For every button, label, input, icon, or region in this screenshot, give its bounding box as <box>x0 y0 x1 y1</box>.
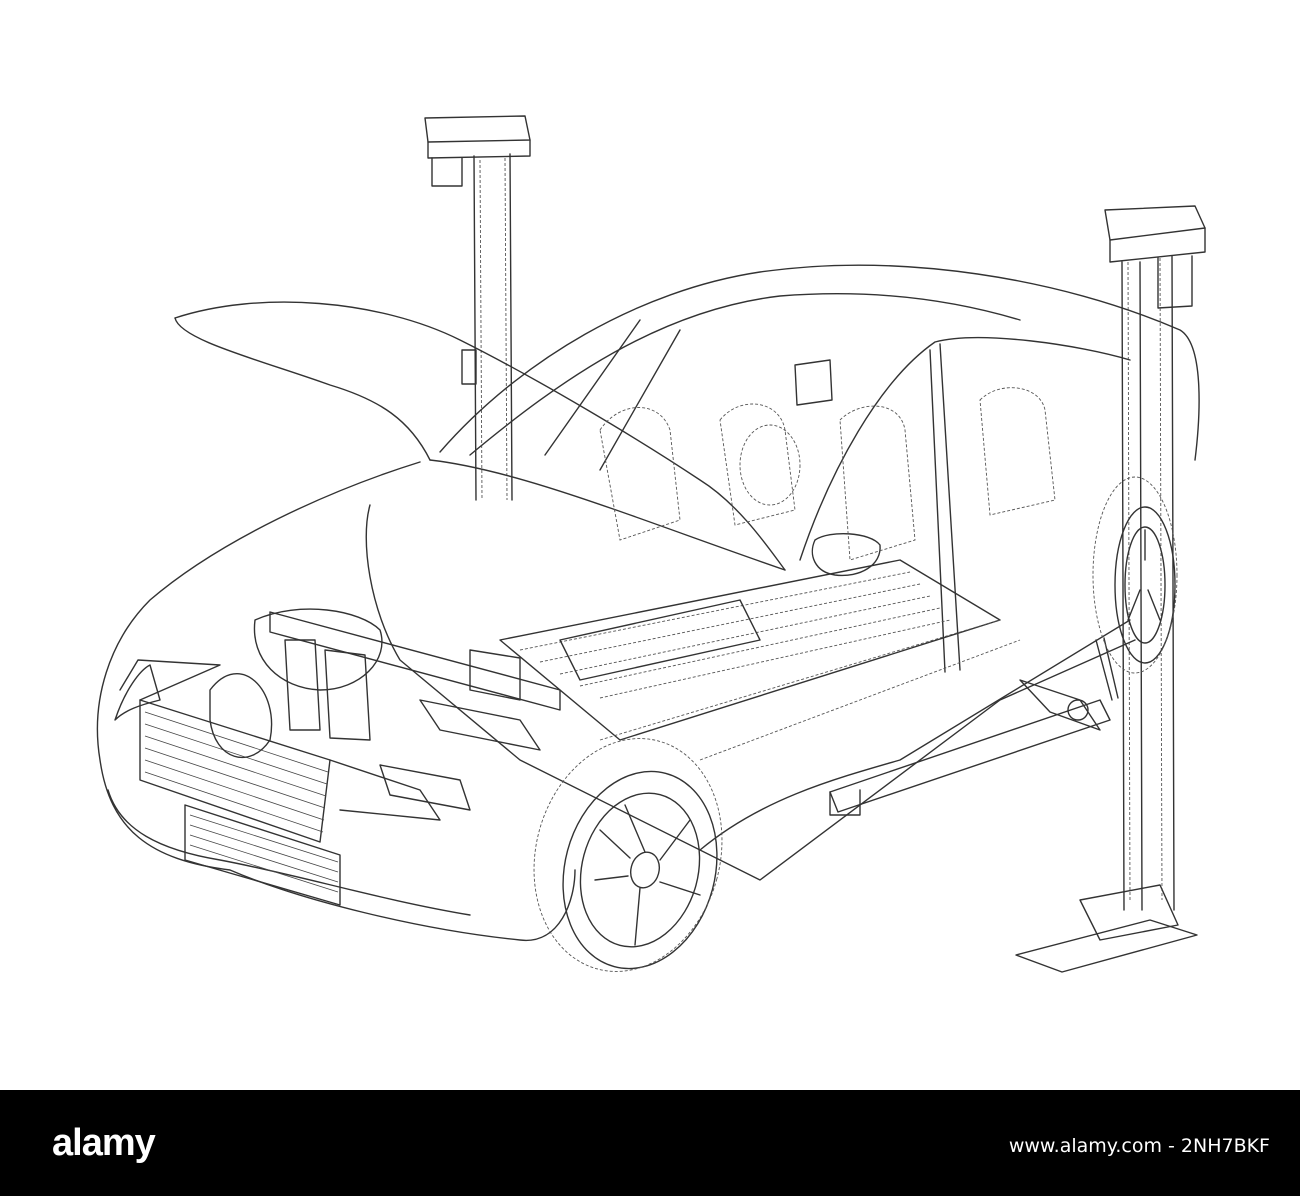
alamy-logo: alamy <box>52 1122 156 1164</box>
car-on-lift-drawing <box>96 115 1206 973</box>
image-id-text: www.alamy.com - 2NH7BKF <box>1008 1135 1270 1157</box>
engine-bay <box>209 608 561 811</box>
interior-seats <box>599 359 1056 561</box>
right-lift-post <box>1015 205 1206 973</box>
left-lift-post <box>424 115 531 501</box>
chassis-floor <box>499 559 1021 761</box>
rear-wheel <box>1092 476 1178 674</box>
headlight-left <box>114 664 161 721</box>
stock-photo-footer: alamy www.alamy.com - 2NH7BKF <box>0 1090 1300 1196</box>
front-wheel <box>533 738 723 972</box>
lift-arms <box>829 637 1119 816</box>
wireframe-illustration <box>96 115 1206 973</box>
car-body <box>96 264 1200 941</box>
